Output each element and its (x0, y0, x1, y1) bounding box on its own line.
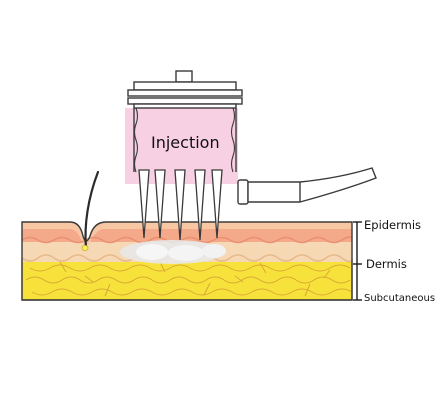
epidermis-label: Epidermis (364, 218, 422, 232)
fat-cell-lines (25, 261, 353, 297)
needle-icon (211, 169, 223, 239)
skin-outline (21, 221, 353, 301)
needle-icon (194, 169, 206, 241)
scale-bracket-icon (353, 221, 362, 301)
epidermis-boundary (21, 236, 353, 244)
needle-icon (138, 169, 150, 239)
tube-connector-icon (237, 167, 377, 205)
injection-device-icon (127, 70, 243, 173)
needle-array (138, 169, 223, 241)
subcutaneous-label: Subcutaneous (364, 293, 436, 304)
dermis-label: Dermis (366, 257, 407, 271)
epidermis-top-band (22, 222, 352, 246)
injection-label: Injection (151, 133, 220, 152)
needle-icon (174, 169, 186, 241)
needle-icon (154, 169, 166, 239)
solution-deposit (120, 240, 226, 264)
skin-cross-section (21, 221, 353, 301)
hair-follicle-icon (81, 170, 100, 251)
